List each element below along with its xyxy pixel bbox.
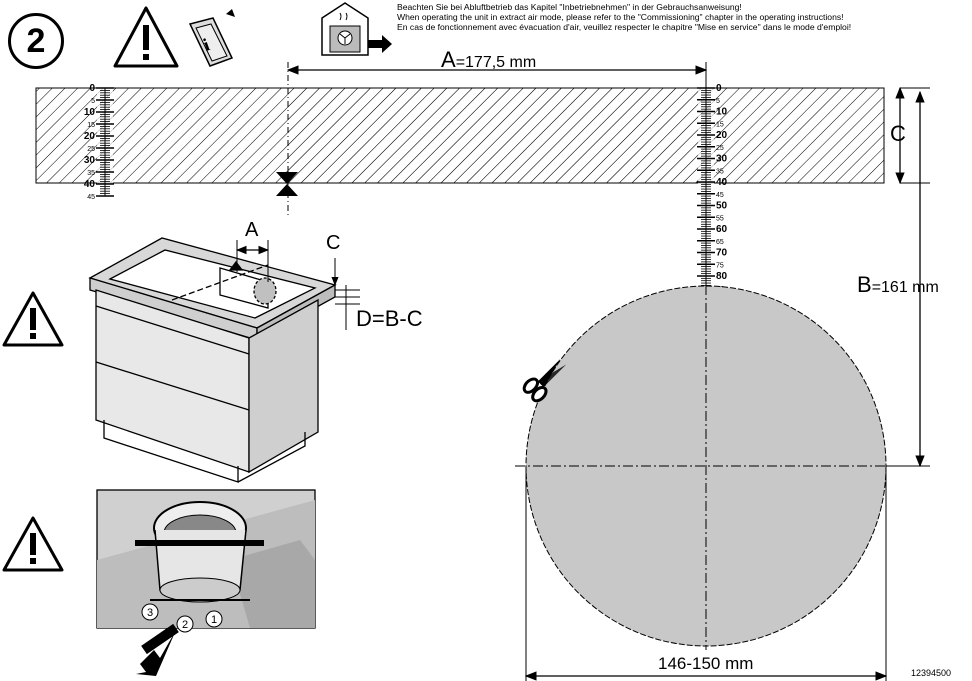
dimension-b-label: B=161 mm bbox=[857, 272, 939, 298]
ruler-label: 0 bbox=[89, 83, 95, 94]
ruler-label: 40 bbox=[84, 179, 96, 190]
callout-2: 2 bbox=[182, 619, 188, 631]
ruler-label: 25 bbox=[716, 145, 724, 152]
ruler-label: 45 bbox=[716, 192, 724, 199]
ruler-label: 0 bbox=[716, 83, 722, 94]
ruler-label: 60 bbox=[716, 224, 728, 235]
dimension-a-label: A=177,5 mm bbox=[441, 47, 536, 73]
ruler-label: 15 bbox=[87, 122, 95, 129]
svg-text:i: i bbox=[200, 34, 212, 55]
right-ruler: 0510152025303540455055606570758085 bbox=[697, 83, 728, 294]
dimension-a-letter: A bbox=[441, 47, 456, 72]
step-number: 2 bbox=[8, 13, 64, 69]
ruler-label: 50 bbox=[716, 201, 728, 212]
cabinet-a-label: A bbox=[245, 219, 259, 241]
ruler-label: 30 bbox=[84, 155, 96, 166]
push-arrow-icon bbox=[136, 623, 179, 676]
warning-triangle-icon-middle bbox=[2, 291, 64, 347]
dimension-c-label: C bbox=[890, 121, 906, 146]
ruler-label: 10 bbox=[716, 107, 728, 118]
ruler-label: 5 bbox=[716, 98, 720, 105]
ruler-label: 80 bbox=[716, 271, 728, 282]
cutout-circle bbox=[515, 285, 892, 681]
document-number: 12394500 bbox=[911, 668, 952, 678]
ruler-label: 10 bbox=[84, 107, 96, 118]
warning-triangle-icon-bottom bbox=[2, 516, 64, 572]
dimension-b-letter: B bbox=[857, 272, 872, 297]
cabinet-illustration bbox=[88, 237, 360, 483]
ruler-label: 45 bbox=[87, 194, 95, 201]
ruler-label: 65 bbox=[716, 239, 724, 246]
ruler-label: 15 bbox=[716, 121, 724, 128]
note-french: En cas de fonctionnement avec évacuation… bbox=[397, 22, 852, 32]
cabinet-d-label: D=B-C bbox=[356, 306, 423, 331]
ruler-label: 75 bbox=[716, 262, 724, 269]
scissors-icon bbox=[522, 358, 567, 403]
ruler-label: 30 bbox=[716, 154, 728, 165]
callout-3: 3 bbox=[147, 607, 153, 619]
note-english: When operating the unit in extract air m… bbox=[397, 12, 844, 22]
ruler-label: 25 bbox=[87, 146, 95, 153]
cabinet-c-label: C bbox=[326, 232, 341, 254]
extract-air-house-icon bbox=[321, 2, 392, 56]
callout-1: 1 bbox=[211, 614, 217, 626]
ruler-label: 35 bbox=[716, 168, 724, 175]
manual-info-icon: i bbox=[188, 9, 235, 67]
note-german: Beachten Sie bei Abluftbetrieb das Kapit… bbox=[397, 2, 742, 12]
ruler-label: 40 bbox=[716, 177, 728, 188]
callout-markers: 3 2 1 bbox=[141, 603, 223, 633]
ruler-label: 20 bbox=[716, 130, 728, 141]
ruler-label: 35 bbox=[87, 170, 95, 177]
ruler-label: 55 bbox=[716, 215, 724, 222]
ruler-label: 70 bbox=[716, 248, 728, 259]
dimension-a-value: =177,5 mm bbox=[455, 54, 537, 71]
dimension-b-value: =161 mm bbox=[871, 279, 939, 296]
ruler-label: 5 bbox=[91, 98, 95, 105]
ruler-label: 20 bbox=[84, 131, 96, 142]
fitting-illustration bbox=[96, 489, 316, 629]
extract-air-notes: Beachten Sie bei Abluftbetrieb das Kapit… bbox=[397, 2, 957, 32]
warning-triangle-icon bbox=[113, 6, 179, 68]
cutout-diameter-label: 146-150 mm bbox=[658, 654, 754, 673]
left-ruler: 0 5 10 15 20 25 30 35 40 45 bbox=[84, 83, 114, 202]
